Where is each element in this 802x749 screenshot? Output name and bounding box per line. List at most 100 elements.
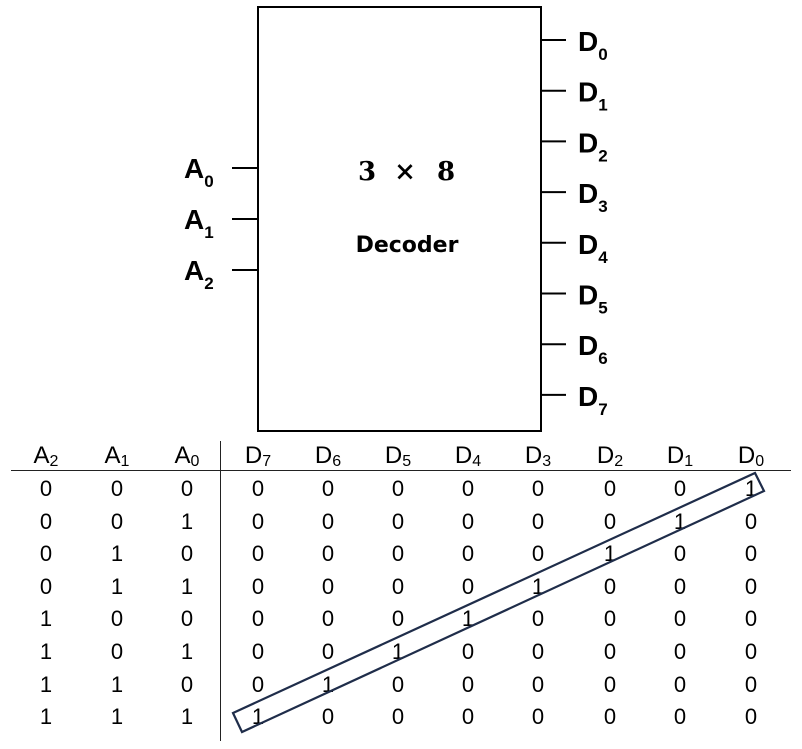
table-cell: 0 [603, 704, 617, 730]
input-label-a0: A0 [184, 153, 214, 191]
decoder-size-times: × [394, 157, 416, 187]
table-cell: 0 [461, 704, 475, 730]
table-cell: 0 [251, 606, 265, 632]
table-cell: 0 [321, 541, 335, 567]
table-cell: 1 [110, 541, 124, 567]
table-cell: 0 [251, 671, 265, 697]
table-cell: 0 [744, 508, 758, 534]
table-cell: 0 [110, 606, 124, 632]
table-input-output-divider [220, 441, 221, 741]
table-cell: 0 [39, 476, 53, 501]
table-cell: 0 [391, 704, 405, 730]
table-cell: 0 [531, 606, 545, 632]
header-d0: D0 [737, 442, 765, 470]
table-cell: 0 [110, 476, 124, 501]
table-cell: 1 [39, 606, 53, 632]
decoder-name: Decoder [356, 233, 459, 258]
table-cell: 0 [531, 541, 545, 567]
table-cell: 0 [461, 639, 475, 664]
table-cell: 0 [603, 671, 617, 697]
table-cell: 0 [531, 476, 545, 501]
table-cell: 0 [461, 541, 475, 567]
table-cell: 0 [603, 639, 617, 664]
table-cell: 0 [673, 476, 687, 501]
table-cell: 0 [321, 508, 335, 534]
table-cell: 1 [110, 671, 124, 697]
table-cell: 0 [39, 508, 53, 534]
table-cell: 0 [321, 573, 335, 599]
table-cell: 1 [110, 573, 124, 599]
table-header-divider [11, 470, 791, 471]
header-d4: D4 [454, 442, 482, 470]
table-cell: 0 [603, 606, 617, 632]
table-cell: 0 [321, 606, 335, 632]
header-d6: D6 [314, 442, 342, 470]
table-cell: 0 [744, 671, 758, 697]
table-cell: 0 [321, 704, 335, 730]
table-cell: 0 [39, 541, 53, 567]
output-label-d7: D7 [578, 381, 608, 419]
table-cell: 0 [531, 639, 545, 664]
decoder-size-right: 8 [437, 157, 455, 187]
header-a0: A0 [174, 442, 200, 470]
table-cell: 0 [110, 508, 124, 534]
header-d2: D2 [596, 442, 624, 470]
table-cell: 1 [321, 671, 335, 697]
output-label-d0: D0 [578, 26, 608, 64]
table-cell: 1 [180, 573, 194, 599]
table-cell: 1 [110, 704, 124, 730]
table-cell: 1 [251, 704, 265, 730]
table-cell: 0 [461, 476, 475, 501]
table-cell: 0 [744, 639, 758, 664]
table-cell: 0 [391, 606, 405, 632]
table-cell: 0 [744, 541, 758, 567]
table-cell: 1 [673, 508, 687, 534]
table-cell: 0 [531, 508, 545, 534]
output-label-d2: D2 [578, 127, 608, 165]
table-cell: 0 [180, 541, 194, 567]
output-label-d3: D3 [578, 178, 608, 216]
table-cell: 0 [39, 573, 53, 599]
table-cell: 0 [321, 476, 335, 501]
table-cell: 0 [531, 704, 545, 730]
table-cell: 1 [461, 606, 475, 632]
table-cell: 1 [180, 704, 194, 730]
header-a2: A2 [33, 442, 59, 470]
table-cell: 0 [673, 671, 687, 697]
table-cell: 0 [321, 639, 335, 664]
table-cell: 0 [673, 541, 687, 567]
table-cell: 0 [251, 508, 265, 534]
table-cell: 0 [603, 476, 617, 501]
table-cell: 0 [673, 573, 687, 599]
header-a1: A1 [104, 442, 130, 470]
decoder-box [257, 6, 542, 432]
table-cell: 0 [603, 573, 617, 599]
table-cell: 1 [39, 639, 53, 664]
table-cell: 0 [673, 606, 687, 632]
table-cell: 1 [39, 671, 53, 697]
table-cell: 0 [391, 508, 405, 534]
table-cell: 1 [744, 476, 758, 501]
table-cell: 0 [461, 671, 475, 697]
header-d1: D1 [666, 442, 694, 470]
table-cell: 0 [110, 639, 124, 664]
table-cell: 0 [391, 476, 405, 501]
table-cell: 1 [391, 639, 405, 664]
table-cell: 0 [603, 508, 617, 534]
table-cell: 0 [531, 671, 545, 697]
table-cell: 1 [39, 704, 53, 730]
table-cell: 0 [391, 541, 405, 567]
output-label-d5: D5 [578, 280, 608, 318]
output-label-d1: D1 [578, 77, 608, 115]
header-d7: D7 [244, 442, 272, 470]
table-cell: 1 [180, 639, 194, 664]
table-cell: 0 [180, 606, 194, 632]
header-d5: D5 [384, 442, 412, 470]
table-cell: 0 [461, 573, 475, 599]
table-cell: 0 [251, 541, 265, 567]
table-cell: 0 [673, 704, 687, 730]
table-cell: 1 [531, 573, 545, 599]
table-cell: 0 [180, 671, 194, 697]
table-cell: 0 [391, 671, 405, 697]
